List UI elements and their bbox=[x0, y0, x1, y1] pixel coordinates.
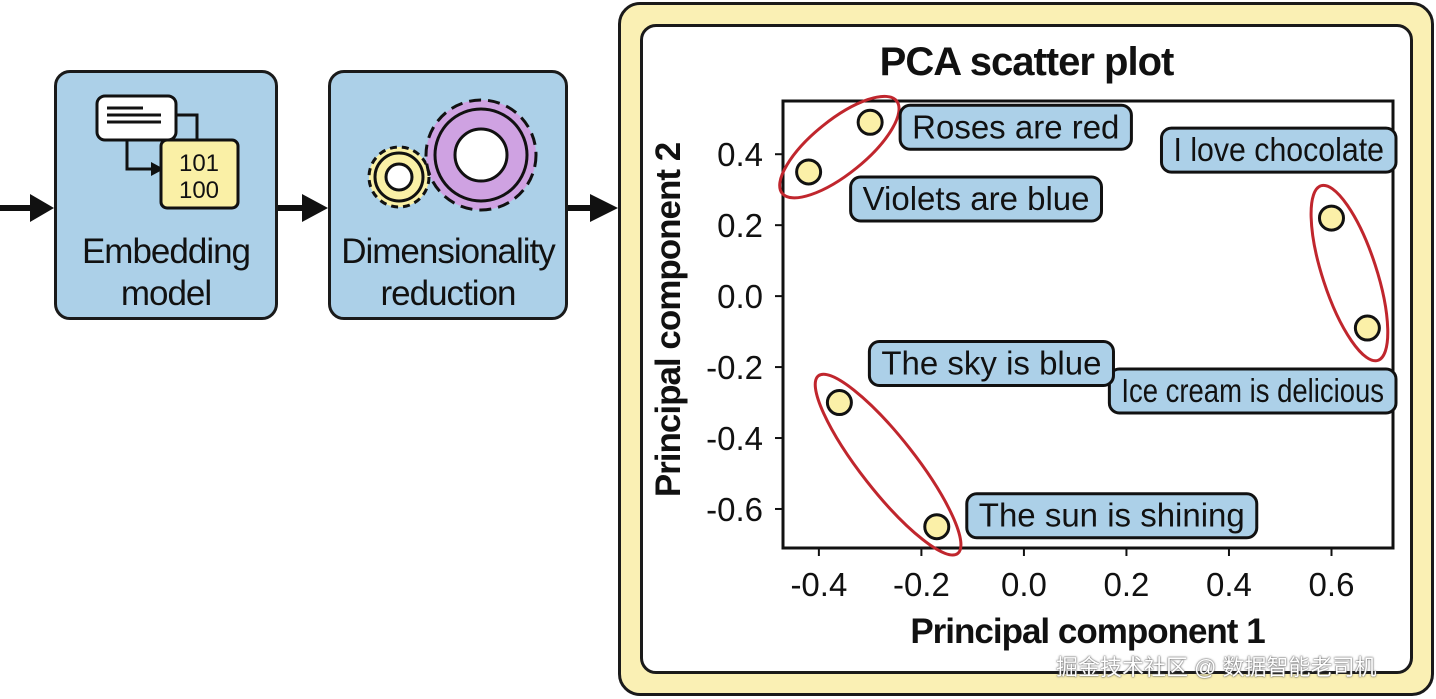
data-point bbox=[795, 158, 823, 186]
point-label: I love chocolate bbox=[1159, 126, 1398, 174]
x-axis-label: Principal component 1 bbox=[910, 612, 1265, 651]
y-tick-label: -0.2 bbox=[706, 349, 763, 386]
point-label: The sky is blue bbox=[867, 340, 1115, 388]
x-tick-label: -0.2 bbox=[893, 566, 950, 603]
x-tick-label: 0.4 bbox=[1206, 566, 1252, 603]
dimensionality-reduction-label: Dimensionality reduction bbox=[341, 232, 556, 313]
embedding-model-label: Embedding model bbox=[81, 232, 251, 313]
cluster-ellipse bbox=[813, 372, 963, 557]
watermark-text: 掘金技术社区 @ 数据智能老司机 bbox=[1056, 655, 1377, 680]
binary-line-2: 100 bbox=[179, 177, 219, 204]
y-tick-label: 0.2 bbox=[717, 207, 763, 244]
point-label: Roses are red bbox=[898, 103, 1133, 151]
binary-line-1: 101 bbox=[179, 150, 219, 177]
arrow-reduction-to-plot bbox=[568, 194, 618, 222]
y-tick-label: 0.0 bbox=[717, 278, 763, 315]
x-tick-label: 0.2 bbox=[1104, 566, 1150, 603]
point-label: The sun is shining bbox=[965, 492, 1259, 540]
chart-title: PCA scatter plot bbox=[879, 40, 1175, 84]
embedding-icon: 101 100 bbox=[95, 94, 240, 210]
embedding-model-box: 101 100 Embedding model bbox=[54, 70, 278, 320]
small-gear-icon bbox=[367, 145, 431, 209]
arrow-into-embedding bbox=[0, 194, 54, 222]
point-label: Ice cream is delicious bbox=[1107, 367, 1398, 415]
dimensionality-reduction-box: Dimensionality reduction bbox=[328, 70, 568, 320]
svg-text:The sun is shining: The sun is shining bbox=[979, 497, 1245, 534]
svg-text:Roses are red: Roses are red bbox=[912, 108, 1119, 145]
svg-text:The sky is blue: The sky is blue bbox=[881, 345, 1101, 382]
data-point bbox=[825, 389, 853, 417]
y-tick-label: 0.4 bbox=[717, 136, 763, 173]
gears-icon bbox=[367, 98, 538, 212]
data-point bbox=[923, 513, 951, 541]
y-tick-label: -0.4 bbox=[706, 420, 763, 457]
data-point bbox=[856, 108, 884, 136]
point-label: Violets are blue bbox=[849, 175, 1104, 223]
svg-text:Violets are blue: Violets are blue bbox=[863, 180, 1090, 217]
data-point bbox=[1353, 314, 1381, 342]
y-tick-label: -0.6 bbox=[706, 491, 763, 528]
svg-text:Ice cream is delicious: Ice cream is delicious bbox=[1121, 372, 1384, 409]
data-point bbox=[1317, 204, 1345, 232]
cluster-ellipse bbox=[778, 94, 901, 200]
large-gear-icon bbox=[424, 98, 538, 212]
plot-area bbox=[781, 99, 1395, 550]
x-tick-label: 0.6 bbox=[1309, 566, 1355, 603]
x-tick-label: -0.4 bbox=[790, 566, 847, 603]
svg-text:I love chocolate: I love chocolate bbox=[1173, 131, 1384, 168]
x-tick-label: 0.0 bbox=[1001, 566, 1047, 603]
cluster-ellipse bbox=[1309, 183, 1390, 363]
arrow-embedding-to-reduction bbox=[277, 194, 328, 222]
